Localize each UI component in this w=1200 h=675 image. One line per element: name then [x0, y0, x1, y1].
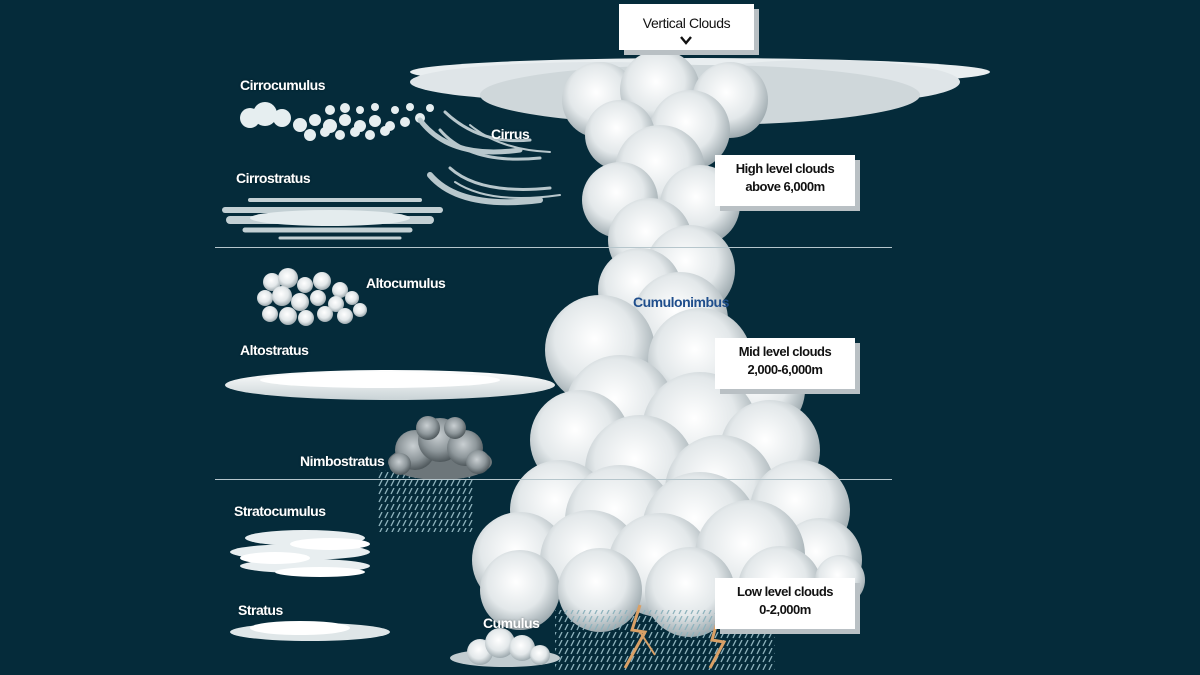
altocumulus-puff	[278, 268, 298, 288]
nimbostratus-cloud	[378, 416, 492, 532]
label-cirrocumulus: Cirrocumulus	[240, 77, 326, 93]
vertical-clouds-box: Vertical Clouds	[619, 4, 754, 50]
cumulus-cloud	[450, 628, 560, 667]
lightning-bolt-icon	[623, 604, 648, 669]
stratocumulus-cloud	[230, 530, 370, 577]
cirrocumulus-puff	[350, 127, 360, 137]
altocumulus-puff	[298, 310, 314, 326]
mid-low-divider	[215, 479, 892, 480]
altocumulus-puff	[310, 290, 326, 306]
cirrocumulus-puff	[426, 104, 434, 112]
cumulonimbus-puff	[480, 550, 560, 630]
high-level-box: High level clouds above 6,000m	[715, 155, 855, 206]
altocumulus-puff	[345, 291, 359, 305]
low-level-box: Low level clouds 0-2,000m	[715, 578, 855, 629]
cirrocumulus-puff	[356, 106, 364, 114]
cirrocumulus-puff	[253, 102, 277, 126]
label-altocumulus: Altocumulus	[366, 275, 446, 291]
cirrocumulus-puff	[380, 126, 390, 136]
cirrocumulus-puff	[400, 117, 410, 127]
low-level-line2: 0-2,000m	[759, 602, 811, 617]
altocumulus-puff	[337, 308, 353, 324]
cirrocumulus-puff	[304, 129, 316, 141]
cirrocumulus-puff	[335, 130, 345, 140]
cirrocumulus-puff	[293, 118, 307, 132]
cumulonimbus-tower	[472, 50, 865, 637]
altocumulus-puff	[291, 293, 309, 311]
lightning-bolt-icon	[639, 631, 656, 656]
cirrocumulus-cloud	[240, 102, 434, 141]
cirrocumulus-puff	[273, 109, 291, 127]
label-stratus: Stratus	[238, 602, 283, 618]
vertical-clouds-title: Vertical Clouds	[642, 15, 731, 31]
chevron-down-icon	[680, 36, 692, 45]
label-altostratus: Altostratus	[240, 342, 309, 358]
cirrocumulus-puff	[365, 130, 375, 140]
altocumulus-puff	[353, 303, 367, 317]
altocumulus-puff	[332, 282, 348, 298]
cirrocumulus-puff	[339, 114, 351, 126]
altocumulus-puff	[328, 296, 344, 312]
cirrocumulus-puff	[406, 103, 414, 111]
mid-level-line2: 2,000-6,000m	[747, 362, 823, 377]
cirrocumulus-puff	[391, 106, 399, 114]
label-cirrus: Cirrus	[491, 126, 530, 142]
cirrocumulus-puff	[325, 105, 335, 115]
label-nimbostratus: Nimbostratus	[300, 453, 385, 469]
cirrocumulus-puff	[371, 103, 379, 111]
mid-level-line1: Mid level clouds	[738, 344, 832, 359]
high-level-line1: High level clouds	[735, 161, 835, 176]
altocumulus-puff	[263, 273, 281, 291]
altostratus-cloud	[225, 370, 555, 400]
mid-level-box: Mid level clouds 2,000-6,000m	[715, 338, 855, 389]
altocumulus-puff	[279, 307, 297, 325]
label-cumulus: Cumulus	[483, 615, 540, 631]
low-level-line1: Low level clouds	[736, 584, 834, 599]
label-stratocumulus: Stratocumulus	[234, 503, 326, 519]
altocumulus-puff	[313, 272, 331, 290]
altocumulus-puff	[257, 290, 273, 306]
cirrostratus-cloud	[222, 198, 443, 240]
stratus-cloud	[230, 621, 390, 641]
cirrocumulus-puff	[340, 103, 350, 113]
cirrus-cloud	[417, 110, 561, 206]
cirrocumulus-puff	[320, 127, 330, 137]
altocumulus-cloud	[257, 268, 367, 326]
cirrocumulus-puff	[369, 115, 381, 127]
altocumulus-puff	[297, 277, 313, 293]
cirrocumulus-puff	[309, 114, 321, 126]
altocumulus-puff	[272, 286, 292, 306]
label-cumulonimbus: Cumulonimbus	[633, 294, 729, 310]
high-mid-divider	[215, 247, 892, 248]
altocumulus-puff	[317, 306, 333, 322]
high-level-line2: above 6,000m	[745, 179, 825, 194]
label-cirrostratus: Cirrostratus	[236, 170, 311, 186]
altocumulus-puff	[262, 306, 278, 322]
